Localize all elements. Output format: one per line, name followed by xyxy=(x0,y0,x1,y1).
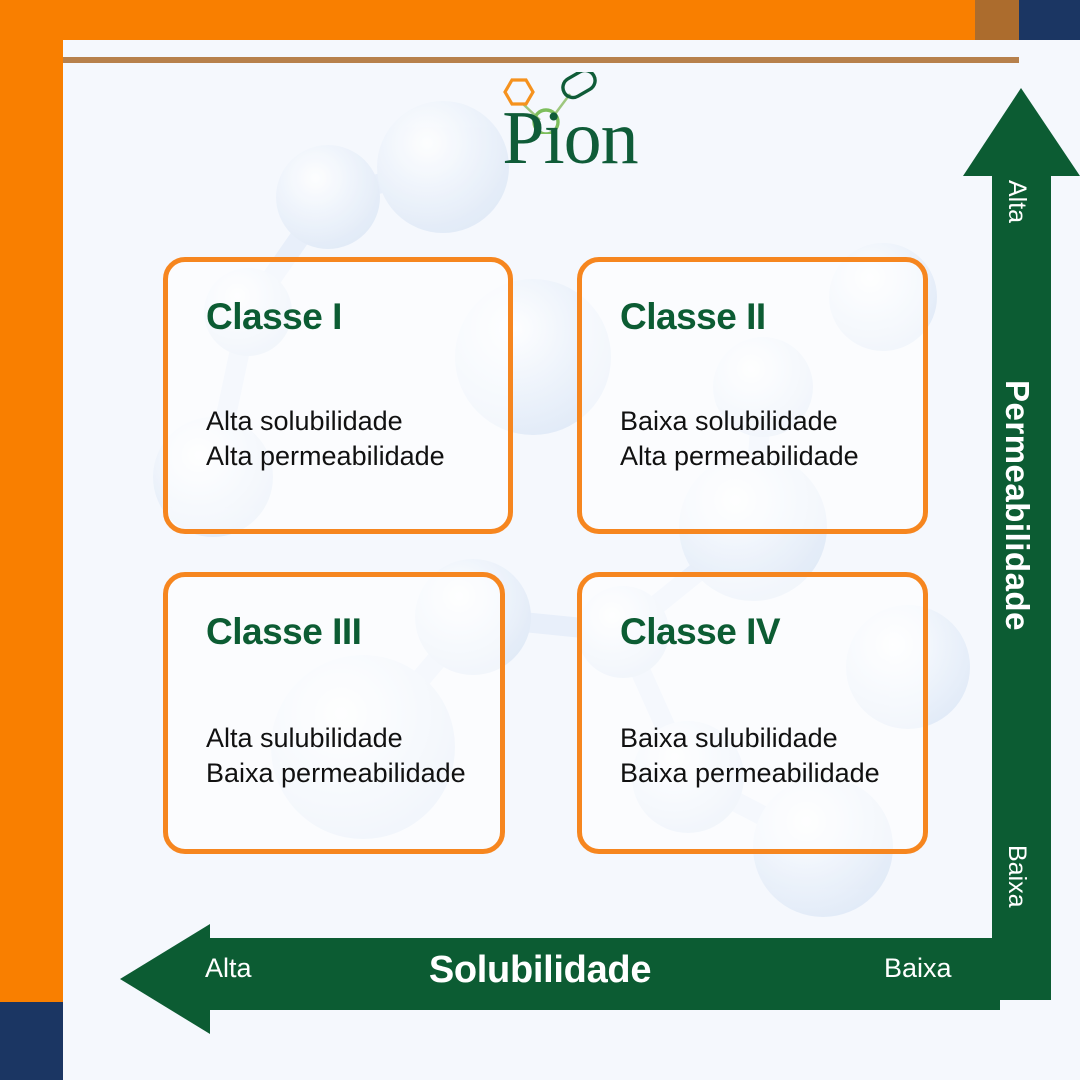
solubility-high-label: Alta xyxy=(205,953,252,983)
card-classe-i[interactable]: Classe I Alta solubilidade Alta permeabi… xyxy=(163,257,513,534)
card-line-permeability: Alta permeabilidade xyxy=(620,440,859,471)
solubility-axis-label: Solubilidade xyxy=(428,949,652,991)
card-title: Classe IV xyxy=(620,611,781,652)
permeability-low-label: Baixa xyxy=(1003,845,1031,908)
card-classe-iv[interactable]: Classe IV Baixa sulubilidade Baixa perme… xyxy=(577,572,928,854)
card-line-permeability: Baixa permeabilidade xyxy=(206,757,466,788)
card-description: Alta solubilidade Alta permeabilidade xyxy=(206,404,508,473)
arrow-shaft xyxy=(208,938,1000,1010)
card-line-permeability: Alta permeabilidade xyxy=(206,440,445,471)
logo-wordmark: Pion xyxy=(502,96,638,180)
permeability-axis-label: Permeabilidade xyxy=(999,380,1036,631)
brand-logo: Pion xyxy=(430,68,710,182)
card-title: Classe III xyxy=(206,611,362,652)
card-classe-iii[interactable]: Classe III Alta sulubilidade Baixa perme… xyxy=(163,572,505,854)
bcs-quadrant-grid: Classe I Alta solubilidade Alta permeabi… xyxy=(163,257,928,854)
solubility-low-label: Baixa xyxy=(884,953,952,983)
arrow-left-icon xyxy=(120,924,210,1034)
card-description: Baixa solubilidade Alta permeabilidade xyxy=(620,404,923,473)
card-title: Classe I xyxy=(206,296,342,337)
permeability-axis-arrow xyxy=(963,88,1080,1000)
card-classe-ii[interactable]: Classe II Baixa solubilidade Alta permea… xyxy=(577,257,928,534)
arrow-up-icon xyxy=(963,88,1080,176)
frame-navy-bottom-left-block xyxy=(0,1002,63,1080)
frame-navy-top-right-block xyxy=(1019,0,1080,40)
arrow-shaft xyxy=(992,174,1051,1000)
card-description: Baixa sulubilidade Baixa permeabilidade xyxy=(620,721,923,790)
permeability-high-label: Alta xyxy=(1003,180,1031,224)
frame-orange-top-bar xyxy=(0,0,975,40)
frame-brown-accent-block xyxy=(975,0,1019,40)
card-line-solubility: Baixa solubilidade xyxy=(620,406,838,436)
card-description: Alta sulubilidade Baixa permeabilidade xyxy=(206,721,500,790)
card-line-permeability: Baixa permeabilidade xyxy=(620,757,880,788)
card-line-solubility: Alta solubilidade xyxy=(206,406,403,436)
card-line-solubility: Alta sulubilidade xyxy=(206,723,403,753)
card-line-solubility: Baixa sulubilidade xyxy=(620,723,838,753)
card-title: Classe II xyxy=(620,296,766,337)
solubility-axis-arrow xyxy=(120,924,1000,1034)
logo-molecule-mark xyxy=(490,68,600,136)
frame-brown-inner-line xyxy=(63,57,1019,63)
frame-orange-left-bar xyxy=(0,0,63,1002)
